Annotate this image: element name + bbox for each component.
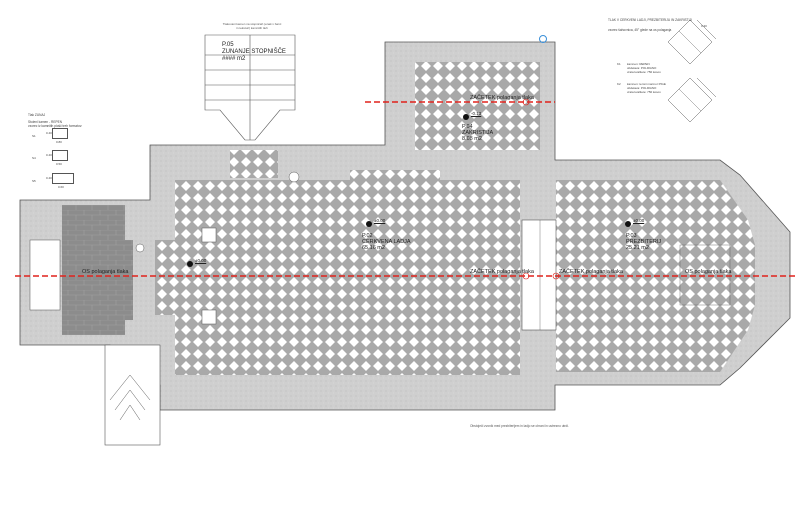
item-line: vrata kvalitete: 750 kosov — [627, 70, 661, 74]
tile-dimension: 0.30 — [701, 24, 707, 28]
room-label-p04: P.04 ZAKRISTIJA 8.08 m2 — [462, 124, 493, 142]
item-line: vrata kvalitete: 750 kosov — [627, 90, 661, 94]
stair-landing-floor — [230, 150, 278, 178]
item-width: 0.80 — [56, 140, 62, 144]
legend-subtitle: vzorec šahovnica, 45° glede na os polaga… — [608, 28, 672, 32]
room-label-p02: P.02 CERKVENA LADJA 65.16 m2 — [362, 233, 411, 251]
doorway-floor — [155, 240, 175, 315]
stair-note: Tlakovani kamen na stopnicah (enak v bar… — [222, 22, 282, 30]
item-width: 0.50 — [56, 162, 62, 166]
legend-item-k1: K1 kamnen: REPEN obdelava: POLIRANO vrat… — [617, 62, 661, 74]
legend-line: vzorec iz kamnitih plošč treh formatov: — [28, 124, 83, 128]
room-name: CERKVENA LADJA — [362, 239, 411, 245]
item-height: 0.40 — [46, 131, 52, 135]
room-name: PREZBITERIJ — [626, 239, 662, 245]
item-height: 0.40 — [46, 176, 52, 180]
room-code: P.04 — [462, 124, 473, 130]
entrance-level: ±0.00 — [195, 258, 207, 263]
sacristy-floor — [415, 62, 540, 150]
level-value: ±0.00 — [633, 218, 645, 223]
item-width: 0.60 — [58, 185, 64, 189]
room-name: ZUNANJE STOPNIŠČE — [222, 49, 286, 55]
room-code: P.02 — [362, 233, 373, 239]
room-area: 8.08 m2 — [462, 136, 482, 142]
room-code: P.05 — [222, 42, 234, 48]
legend-exterior: Tlak ZUNAJ Stoleni kamen - REPEN vzorec … — [28, 113, 82, 128]
room-label-p03: P.03 PREZBITERIJ 25.21 m2 — [626, 233, 661, 251]
level-value: -0.13 — [471, 111, 482, 116]
item-id: S1 — [32, 134, 36, 138]
item-id: S5 — [32, 179, 36, 183]
room-label-p05: P.05 ZUNANJE STOPNIŠČE #### m2 — [222, 42, 286, 63]
axis-label-presbytery: OS polaganja tlaka — [685, 269, 732, 275]
legend-title: Tlak ZUNAJ — [28, 113, 46, 117]
marker-icon — [539, 35, 547, 43]
exterior-paving — [62, 205, 133, 335]
item-line: kamnen: temni marmor PIGE — [627, 82, 666, 86]
item-id: K2 — [617, 82, 621, 86]
level-marker-icon — [187, 114, 631, 267]
axis-label-nave: OS polaganja tlaka — [82, 269, 129, 275]
axis-label-start-nave: ZAČETEK polaganja tlaka — [470, 269, 534, 275]
outer-stair — [204, 34, 296, 141]
legend-line: Stoleni kamen - REPEN — [28, 120, 63, 124]
bottom-note: Obstoječi zvonik med prezbiterijem in la… — [470, 424, 569, 428]
room-area: 65.16 m2 — [362, 245, 385, 251]
level-value: ±0.00 — [374, 218, 386, 223]
room-name: ZAKRISTIJA — [462, 130, 494, 136]
room-area: #### m2 — [222, 56, 246, 62]
item-line: kamnen: REPEN — [627, 62, 650, 66]
legend-item-k2: K2 kamnen: temni marmor PIGE obdelava: P… — [617, 82, 666, 94]
item-line: obdelava: POLIRANO — [627, 66, 657, 70]
axis-label-start-presbytery: ZAČETEK polaganja tlaka — [559, 269, 623, 275]
arch — [521, 219, 557, 331]
item-id: S4 — [32, 156, 36, 160]
nave-floor — [175, 170, 520, 375]
item-line: obdelava: POLIRANO — [627, 86, 657, 90]
room-code: P.03 — [626, 233, 637, 239]
axis-label-start-sacristy: ZAČETEK polaganja tlaka — [470, 95, 534, 101]
item-id: K1 — [617, 62, 621, 66]
room-area: 25.21 m2 — [626, 245, 649, 251]
legend-interior: TLAK V CERKVENI LADJI, PREZBITERIJU IN Z… — [608, 18, 692, 32]
item-height: 0.40 — [46, 153, 52, 157]
legend-title: TLAK V CERKVENI LADJI, PREZBITERIJU IN Z… — [608, 18, 692, 22]
